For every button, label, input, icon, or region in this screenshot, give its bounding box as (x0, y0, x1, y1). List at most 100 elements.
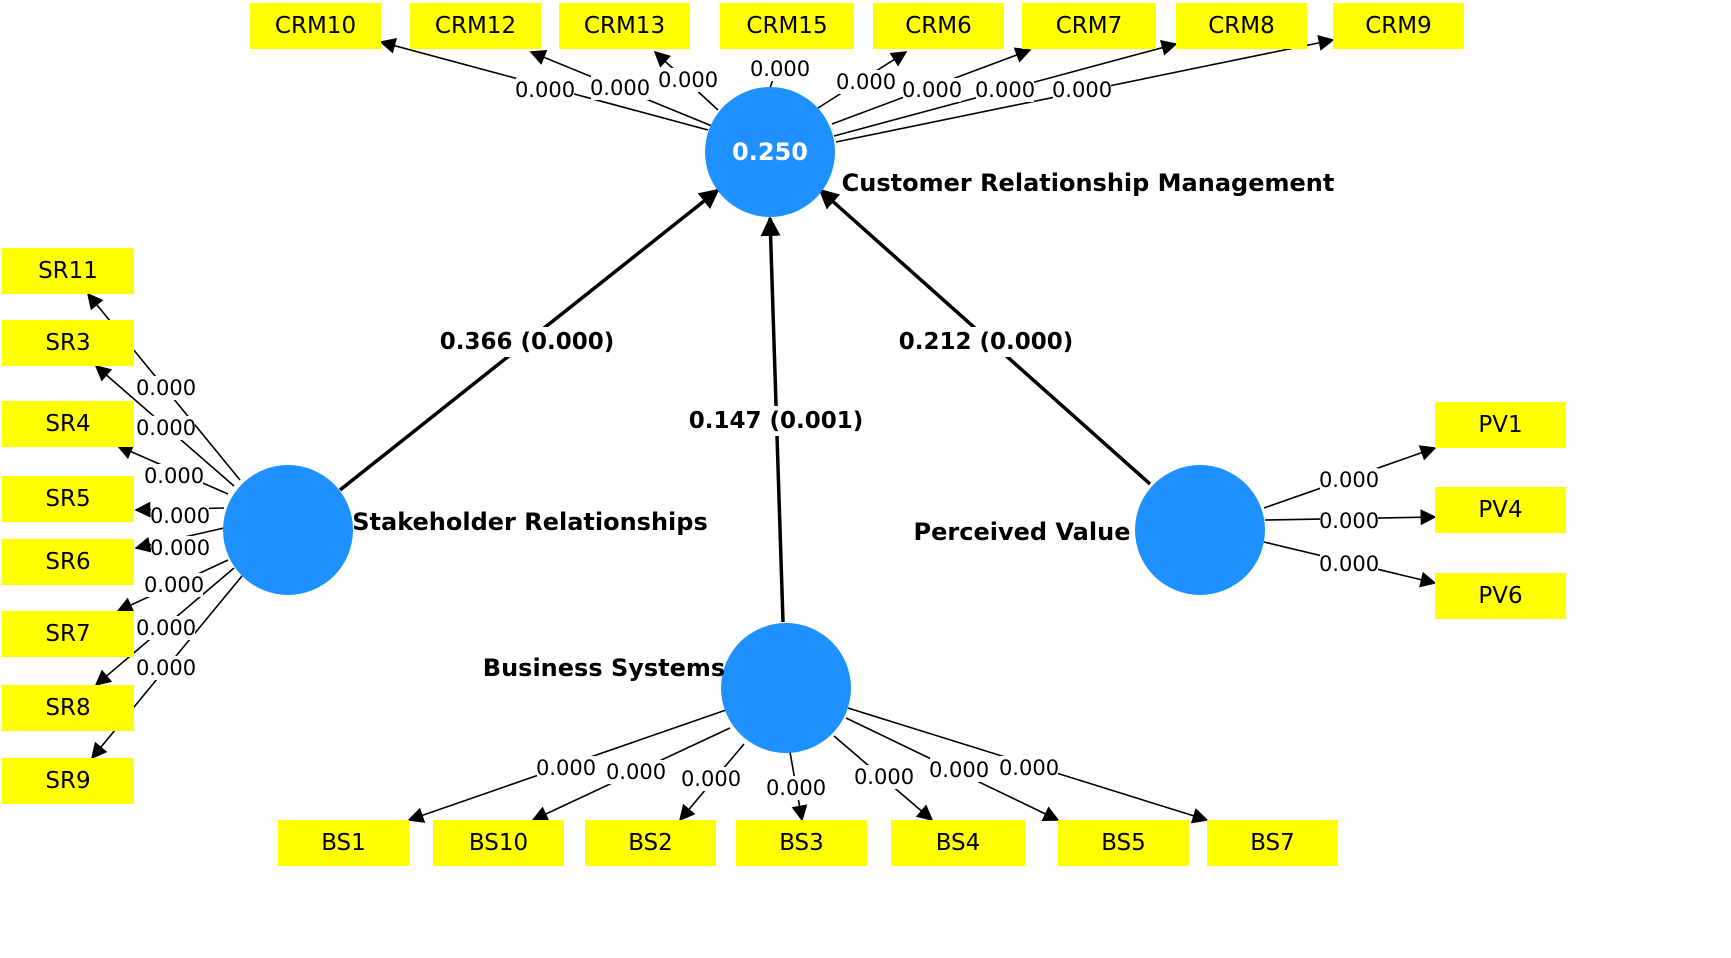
indicator-label-crm12: CRM12 (435, 13, 516, 39)
loading-value-crm10: 0.000 (515, 78, 575, 102)
loading-label-background (137, 416, 195, 440)
loading-label-background (145, 573, 203, 597)
indicator-label-pv4: PV4 (1478, 497, 1522, 523)
indicator-box-bs7[interactable] (1207, 820, 1338, 866)
indicator-box-crm12[interactable] (410, 3, 541, 49)
loading-label-background (682, 767, 740, 791)
indicator-box-crm8[interactable] (1176, 3, 1307, 49)
indicator-box-bs5[interactable] (1058, 820, 1189, 866)
loading-label-background (137, 616, 195, 640)
loading-label-background (767, 776, 825, 800)
loading-value-crm6: 0.000 (836, 70, 896, 94)
indicator-label-crm13: CRM13 (584, 13, 665, 39)
indicator-box-sr11[interactable] (2, 248, 134, 294)
indicator-box-crm6[interactable] (873, 3, 1004, 49)
indicator-label-pv6: PV6 (1478, 583, 1522, 609)
indicator-box-sr9[interactable] (2, 758, 134, 804)
indicator-box-bs3[interactable] (736, 820, 867, 866)
indicator-box-sr7[interactable] (2, 611, 134, 657)
indicator-label-crm10: CRM10 (275, 13, 356, 39)
path-coefficient-label-bs: 0.147 (0.001) (689, 408, 864, 434)
indicator-box-pv6[interactable] (1435, 573, 1566, 619)
loading-label-background (137, 376, 195, 400)
loading-value-sr5: 0.000 (150, 504, 210, 528)
indicator-box-crm7[interactable] (1022, 3, 1156, 49)
construct-name-bs: Business Systems (483, 654, 725, 682)
indicator-label-bs5: BS5 (1101, 830, 1146, 856)
path-label-background (911, 327, 1061, 357)
r-squared-value-crm: 0.250 (732, 138, 808, 166)
loading-value-bs3: 0.000 (766, 776, 826, 800)
construct-circle-pv[interactable] (1135, 465, 1265, 595)
indicator-label-crm15: CRM15 (746, 13, 827, 39)
loading-label-background (591, 76, 649, 100)
construct-circle-sr[interactable] (223, 465, 353, 595)
loading-value-crm12: 0.000 (590, 76, 650, 100)
indicator-box-bs1[interactable] (278, 820, 409, 866)
loading-value-sr7: 0.000 (144, 573, 204, 597)
construct-circle-crm[interactable] (705, 87, 835, 217)
construct-name-crm: Customer Relationship Management (842, 169, 1335, 197)
path-coefficient-label-sr: 0.366 (0.000) (440, 329, 615, 355)
path-label-background (701, 406, 851, 436)
indicator-box-bs4[interactable] (891, 820, 1025, 866)
indicator-box-crm10[interactable] (250, 3, 381, 49)
indicator-label-bs7: BS7 (1250, 830, 1295, 856)
indicator-label-sr4: SR4 (45, 411, 90, 437)
indicator-label-crm9: CRM9 (1365, 13, 1432, 39)
loading-value-bs7: 0.000 (999, 756, 1059, 780)
indicator-box-sr3[interactable] (2, 320, 134, 366)
loading-value-crm15: 0.000 (750, 57, 810, 81)
indicator-box-pv1[interactable] (1435, 402, 1566, 448)
loading-value-sr6: 0.000 (150, 536, 210, 560)
loading-value-pv4: 0.000 (1319, 509, 1379, 533)
loading-value-bs4: 0.000 (854, 765, 914, 789)
loading-label-background (516, 78, 574, 102)
construct-name-pv: Perceived Value (914, 518, 1131, 546)
indicator-label-bs2: BS2 (628, 830, 673, 856)
indicator-label-bs10: BS10 (469, 830, 528, 856)
indicator-label-crm6: CRM6 (905, 13, 972, 39)
path-coefficient-label-pv: 0.212 (0.000) (899, 329, 1074, 355)
node-layer (2, 3, 1566, 866)
indicator-label-crm8: CRM8 (1208, 13, 1275, 39)
loading-value-crm13: 0.000 (658, 68, 718, 92)
indicator-label-crm7: CRM7 (1056, 13, 1123, 39)
indicator-box-bs10[interactable] (433, 820, 564, 866)
indicator-box-crm9[interactable] (1333, 3, 1464, 49)
loading-label-background (151, 504, 209, 528)
indicator-label-sr3: SR3 (45, 330, 90, 356)
construct-circle-bs[interactable] (721, 623, 851, 753)
loading-value-bs2: 0.000 (681, 767, 741, 791)
indicator-box-pv4[interactable] (1435, 487, 1566, 533)
indicator-box-sr6[interactable] (2, 539, 134, 585)
indicator-box-sr4[interactable] (2, 401, 134, 447)
indicator-box-crm15[interactable] (720, 3, 854, 49)
indicator-box-crm13[interactable] (559, 3, 690, 49)
loading-value-crm7: 0.000 (902, 78, 962, 102)
loading-label-background (751, 57, 809, 81)
label-layer: 0.366 (0.000) 0.147 (0.001) 0.212 (0.000) C… (38, 13, 1523, 856)
indicator-label-sr7: SR7 (45, 621, 90, 647)
loading-value-crm8: 0.000 (975, 78, 1035, 102)
loading-label-background (151, 536, 209, 560)
indicator-box-sr5[interactable] (2, 476, 134, 522)
loading-label-background (1320, 468, 1378, 492)
loading-label-background (1320, 509, 1378, 533)
loading-label-background (1053, 78, 1111, 102)
loading-value-sr11: 0.000 (136, 376, 196, 400)
indicator-box-sr8[interactable] (2, 685, 134, 731)
loading-label-background (145, 464, 203, 488)
indicator-label-bs1: BS1 (321, 830, 366, 856)
path-label-background (452, 327, 602, 357)
loading-label-background (976, 78, 1034, 102)
indicator-label-sr8: SR8 (45, 695, 90, 721)
indicator-box-bs2[interactable] (585, 820, 716, 866)
indicator-label-bs3: BS3 (779, 830, 824, 856)
loading-label-background (607, 760, 665, 784)
loading-label-background (837, 70, 895, 94)
indicator-label-sr5: SR5 (45, 486, 90, 512)
loading-value-pv6: 0.000 (1319, 552, 1379, 576)
loading-value-sr8: 0.000 (136, 616, 196, 640)
